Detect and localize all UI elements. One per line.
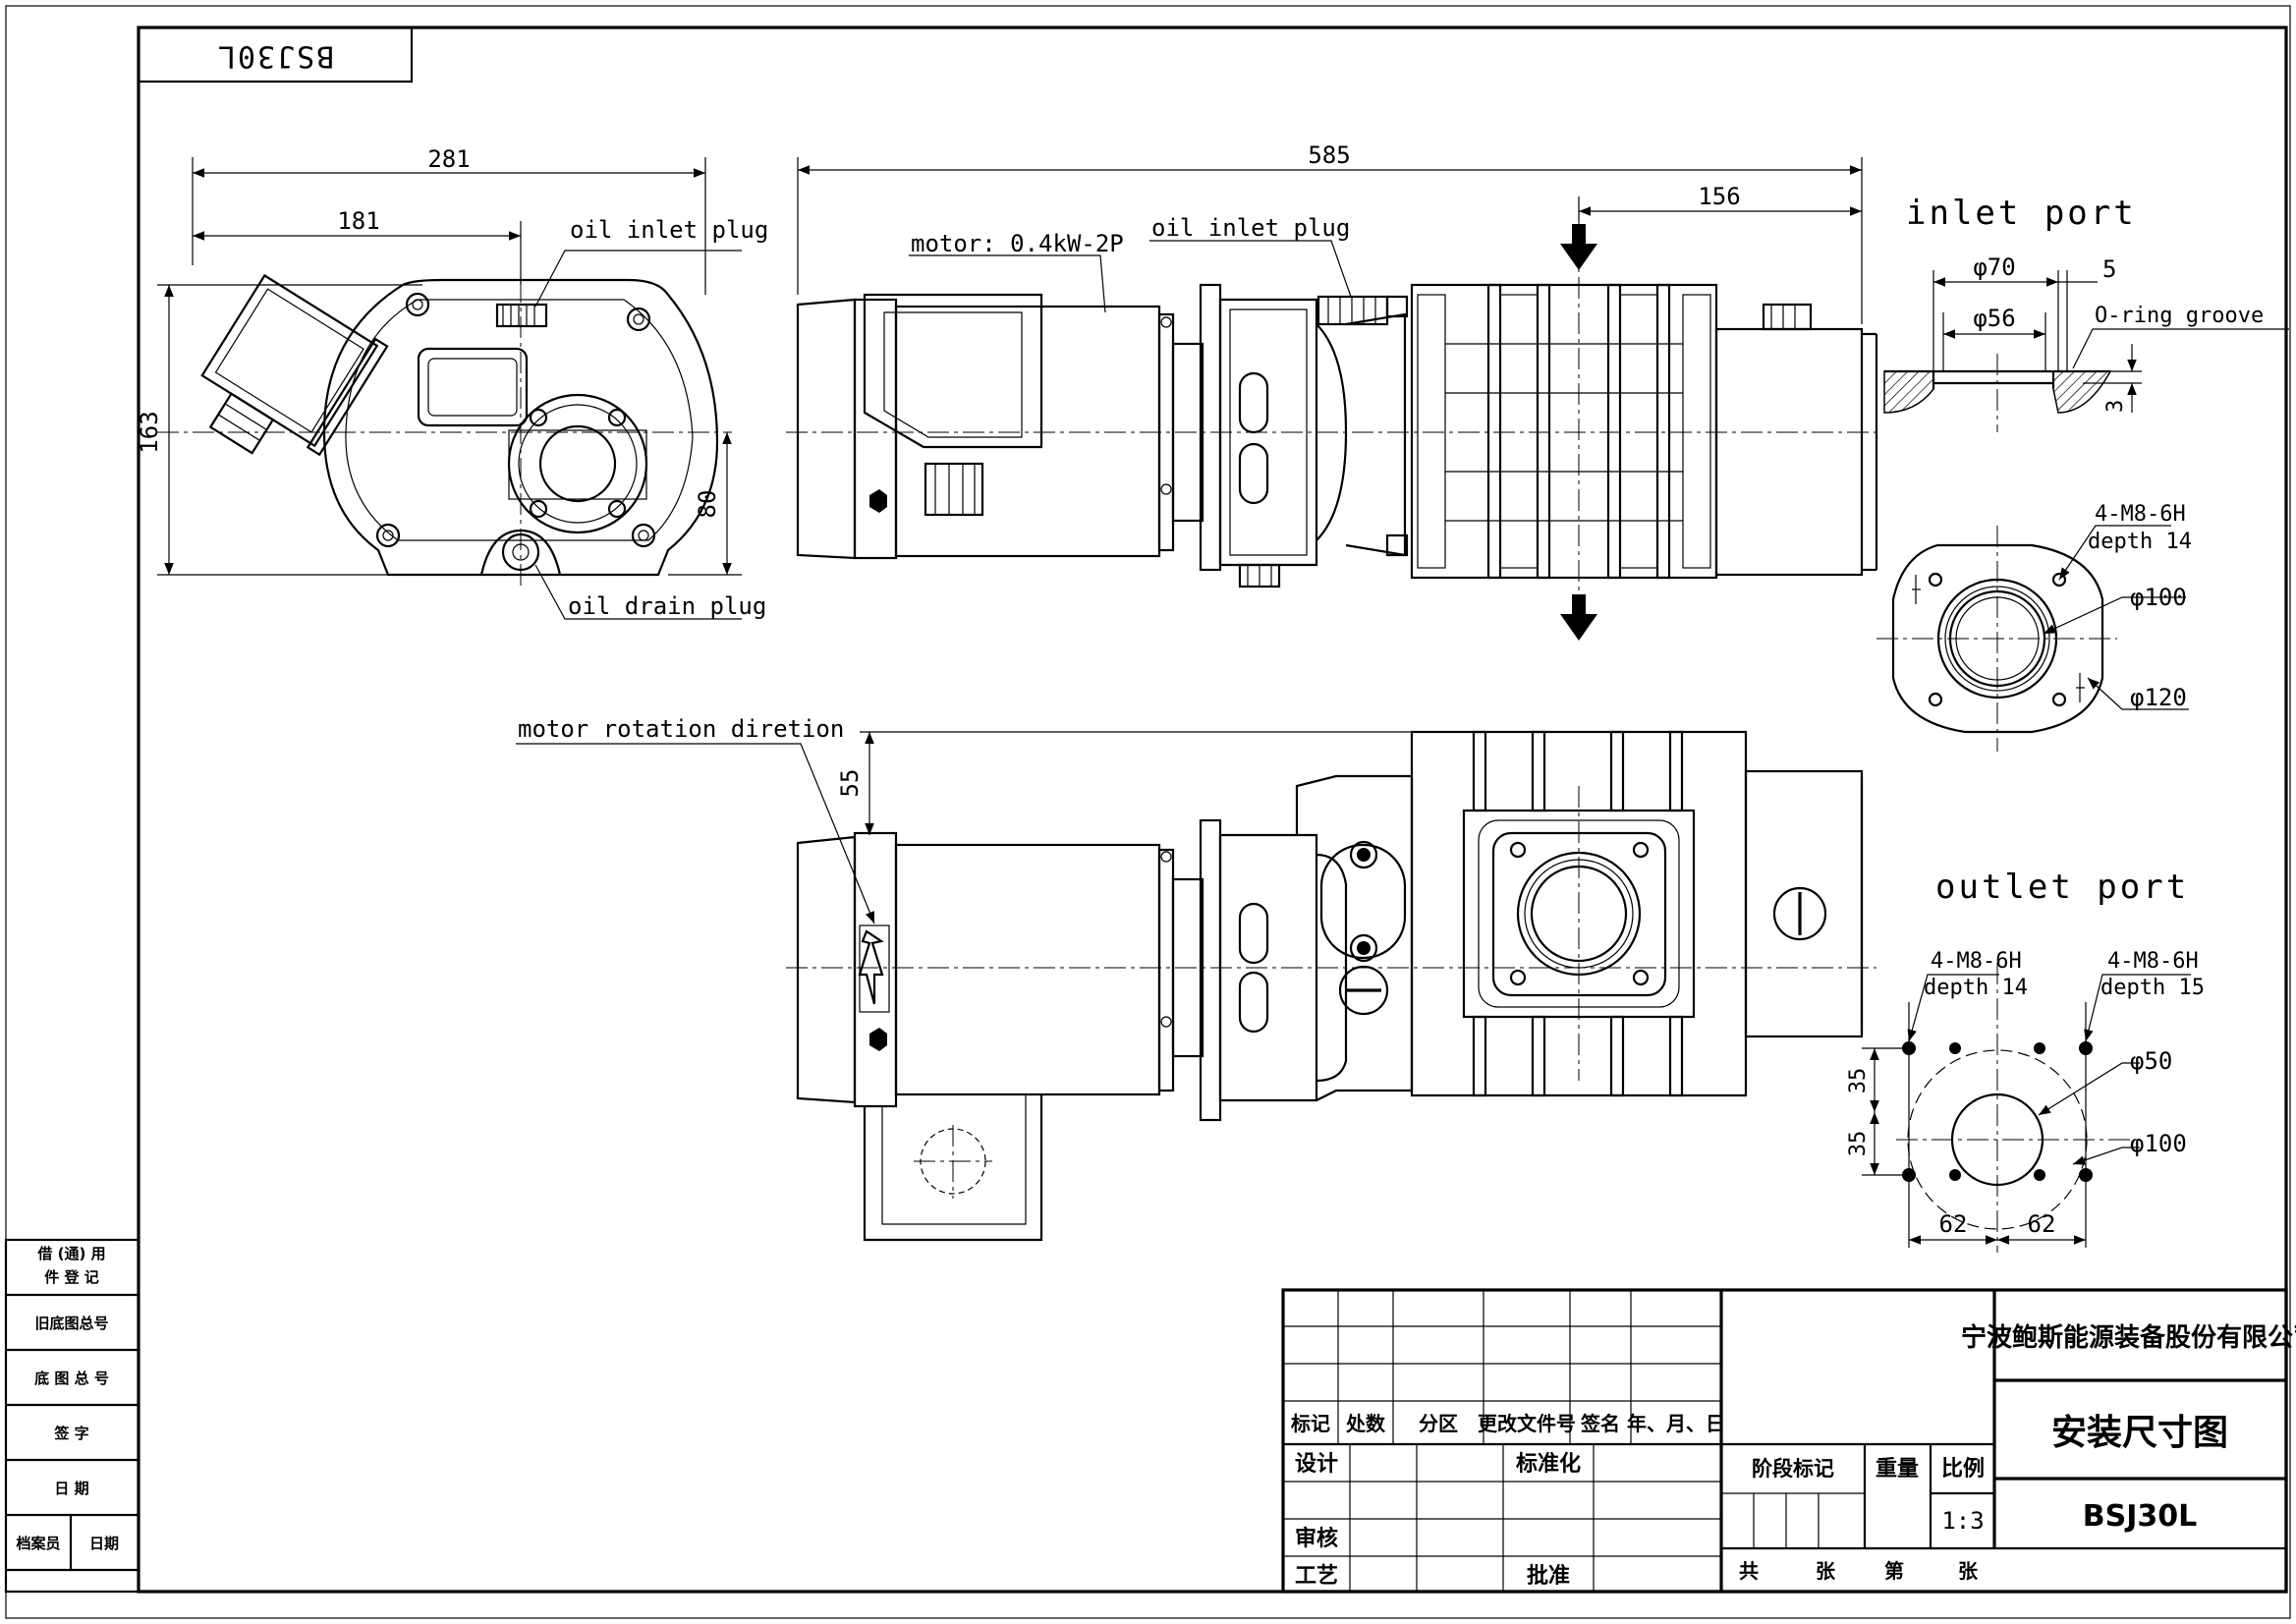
dim-163: 163 (136, 411, 163, 453)
tb-approve: 批准 (1527, 1564, 1570, 1589)
top-number-box: BSJ30L (137, 26, 414, 84)
top-number-text: BSJ30L (216, 39, 334, 74)
strip-r4: 签 字 (53, 1425, 88, 1442)
top-view: 585 156 motor: 0.4kW-2P oil inlet plug (786, 141, 1878, 641)
front-view: motor rotation diretion 55 (516, 715, 1876, 1242)
revision-grid (1283, 1290, 1721, 1592)
inlet-depth: depth 14 (2088, 530, 2192, 554)
side-bolt-heads (375, 292, 656, 548)
label-motor: motor: 0.4kW-2P (911, 230, 1124, 257)
inlet-dim-phi120: φ120 (2130, 684, 2187, 711)
outlet-port-title: outlet port (1935, 868, 2189, 907)
inlet-port-title: inlet port (1906, 194, 2137, 233)
tb-h-date: 年、月、日 (1627, 1412, 1725, 1435)
inlet-dim-phi56: φ56 (1973, 305, 2015, 332)
tb-sheet-unit2: 张 (1958, 1559, 1979, 1583)
strip-r6a: 档案员 (16, 1535, 60, 1552)
tb-sheets-total: 共 (1739, 1559, 1759, 1583)
label-rotation: motor rotation diretion (518, 715, 844, 743)
inlet-port-detail: inlet port φ70 5 φ56 O-ring groove 3 (1876, 194, 2289, 752)
tb-scale-value: 1:3 (1941, 1507, 1984, 1535)
inlet-dim-5: 5 (2102, 255, 2116, 283)
outlet-thread-right: 4-M8-6H (2107, 949, 2199, 974)
strip-r5: 日 期 (54, 1480, 88, 1497)
inlet-thread: 4-M8-6H (2095, 502, 2186, 527)
tb-sheet-no: 第 (1884, 1559, 1904, 1583)
strip-r3: 底 图 总 号 (34, 1370, 109, 1387)
tb-design: 设计 (1295, 1452, 1338, 1477)
label-oil-drain-side: oil drain plug (568, 592, 766, 620)
outlet-depth-right: depth 15 (2100, 976, 2205, 1000)
outlet-dim-phi100: φ100 (2130, 1130, 2187, 1157)
tb-h-zone: 分区 (1419, 1412, 1458, 1435)
dim-181: 181 (337, 207, 379, 235)
inlet-dim-phi100: φ100 (2130, 584, 2187, 611)
outlet-dim-62b: 62 (2028, 1210, 2056, 1238)
tb-weight: 重量 (1876, 1457, 1919, 1482)
sheet-border (5, 5, 2291, 1619)
strip-r1b: 件 登 记 (44, 1268, 98, 1286)
tb-drawing-name: 安装尺寸图 (2051, 1413, 2228, 1453)
tb-review: 审核 (1295, 1526, 1338, 1551)
tb-scale-label: 比例 (1941, 1457, 1985, 1482)
label-oil-inlet-side: oil inlet plug (570, 216, 768, 244)
outlet-depth-left: depth 14 (1924, 976, 2028, 1000)
title-block: 标记 处数 分区 更改文件号 签名 年、月、日 设计 标准化 审核 工艺 批准 … (1281, 1288, 2296, 1594)
left-strip-table: 借 (通) 用 件 登 记 旧底图总号 底 图 总 号 签 字 日 期 档案员 … (4, 1238, 140, 1594)
tb-h-count: 处数 (1345, 1412, 1386, 1435)
outlet-dim-phi50: φ50 (2130, 1047, 2172, 1075)
dim-80: 80 (694, 490, 721, 519)
terminal-box (200, 273, 389, 457)
tb-h-sign: 签名 (1580, 1412, 1620, 1435)
inlet-groove-label: O-ring groove (2095, 304, 2264, 328)
strip-r6b: 日期 (89, 1535, 119, 1552)
tb-process: 工艺 (1295, 1563, 1338, 1589)
outlet-dim-35b: 35 (1846, 1131, 1871, 1157)
outlet-thread-left: 4-M8-6H (1931, 949, 2022, 974)
dim-281: 281 (427, 145, 470, 173)
strip-r2: 旧底图总号 (34, 1315, 108, 1332)
dim-55: 55 (836, 769, 864, 798)
outlet-dim-35a: 35 (1846, 1068, 1871, 1094)
label-oil-inlet-top: oil inlet plug (1151, 214, 1350, 242)
outlet-dim-62a: 62 (1939, 1210, 1968, 1238)
tb-sheets-unit: 张 (1816, 1559, 1836, 1583)
tb-h-change-doc: 更改文件号 (1478, 1412, 1576, 1435)
side-view: 281 181 163 80 oil inlet plug oil drain … (136, 145, 768, 620)
inlet-dim-phi70: φ70 (1973, 253, 2015, 281)
tb-h-mark: 标记 (1291, 1412, 1330, 1435)
tb-drawing-no: BSJ30L (2083, 1499, 2198, 1534)
outlet-port-detail: outlet port 4-M8-6H depth 14 4-M8-6H dep… (1846, 868, 2205, 1253)
tb-standardize: 标准化 (1516, 1451, 1581, 1477)
dim-156: 156 (1698, 183, 1740, 210)
tb-company: 宁波鲍斯能源装备股份有限公司 (1961, 1322, 2296, 1353)
inlet-dim-3: 3 (2103, 400, 2128, 413)
dim-585: 585 (1308, 141, 1350, 169)
tb-stage-mark: 阶段标记 (1752, 1457, 1834, 1481)
strip-r1a: 借 (通) 用 (36, 1245, 105, 1262)
